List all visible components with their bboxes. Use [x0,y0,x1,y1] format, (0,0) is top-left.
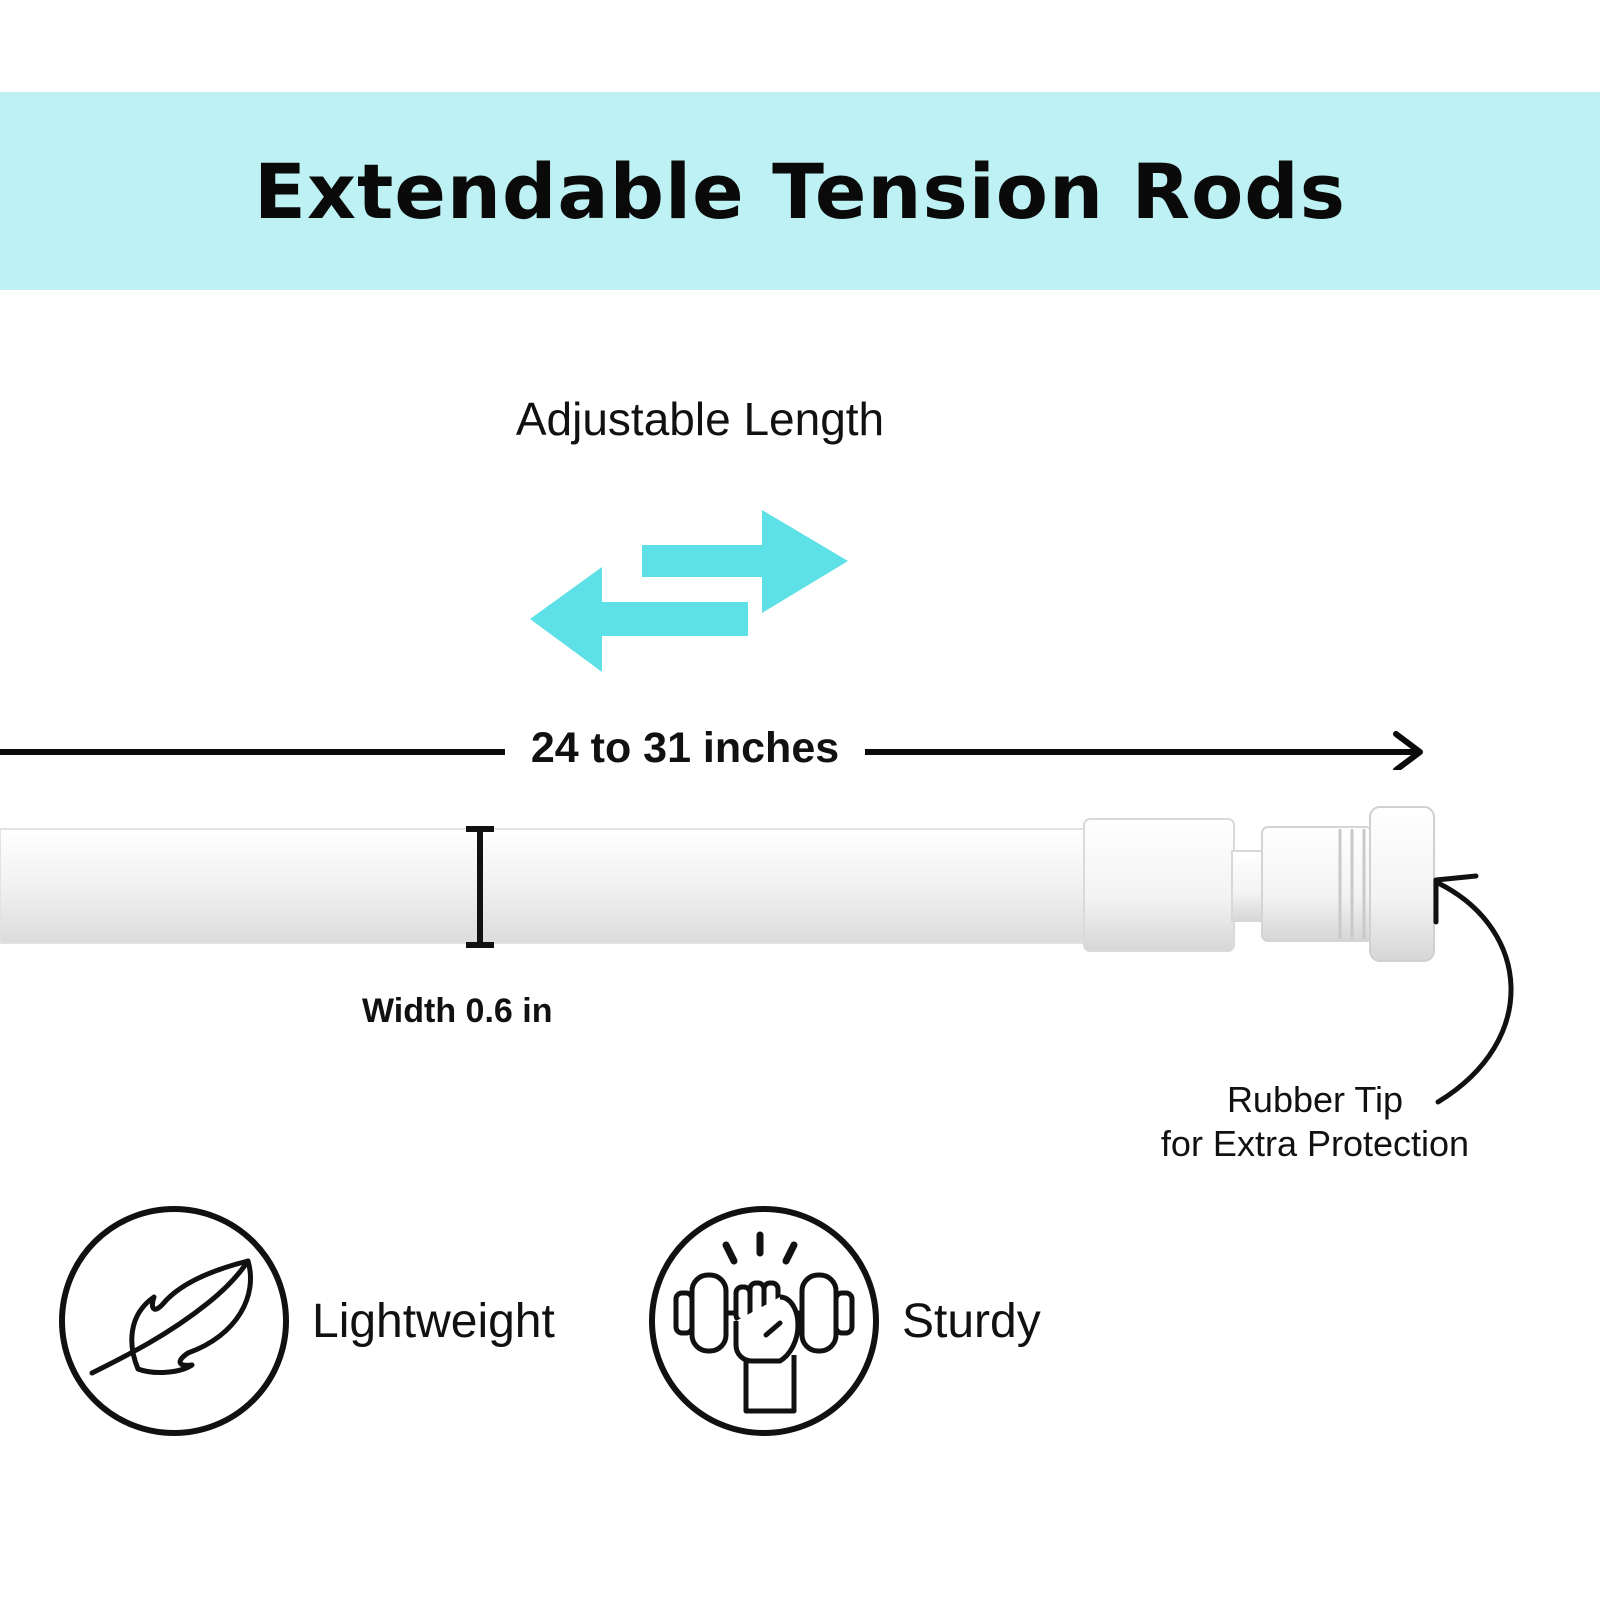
feather-icon [59,1206,289,1436]
rubber-tip-line1: Rubber Tip [1226,1079,1404,1120]
swap-arrows-icon [530,510,848,672]
header-banner: Extendable Tension Rods [0,92,1600,290]
feature-sturdy-label: Sturdy [902,1294,1041,1348]
length-range-label: 24 to 31 inches [505,724,865,773]
dumbbell-fist-icon [649,1206,879,1436]
rubber-tip-line2: for Extra Protection [1160,1123,1470,1164]
right-arrow-icon [642,510,848,613]
feature-lightweight: Lightweight [58,1205,555,1437]
adjustable-length-label: Adjustable Length [515,393,885,445]
tension-rod-image [0,806,1435,962]
rubber-tip-label: Rubber Tip for Extra Protection [1100,1078,1530,1166]
width-dimension-marker [466,826,494,948]
left-arrow-icon [530,567,748,672]
arrowhead-icon [1393,731,1423,770]
page-title: Extendable Tension Rods [254,146,1346,236]
curved-arrow-icon [1433,873,1514,1105]
feature-sturdy: Sturdy [648,1205,1041,1437]
rubber-tip [1369,806,1435,962]
feature-lightweight-label: Lightweight [312,1294,555,1348]
width-label: Width 0.6 in [362,992,553,1030]
